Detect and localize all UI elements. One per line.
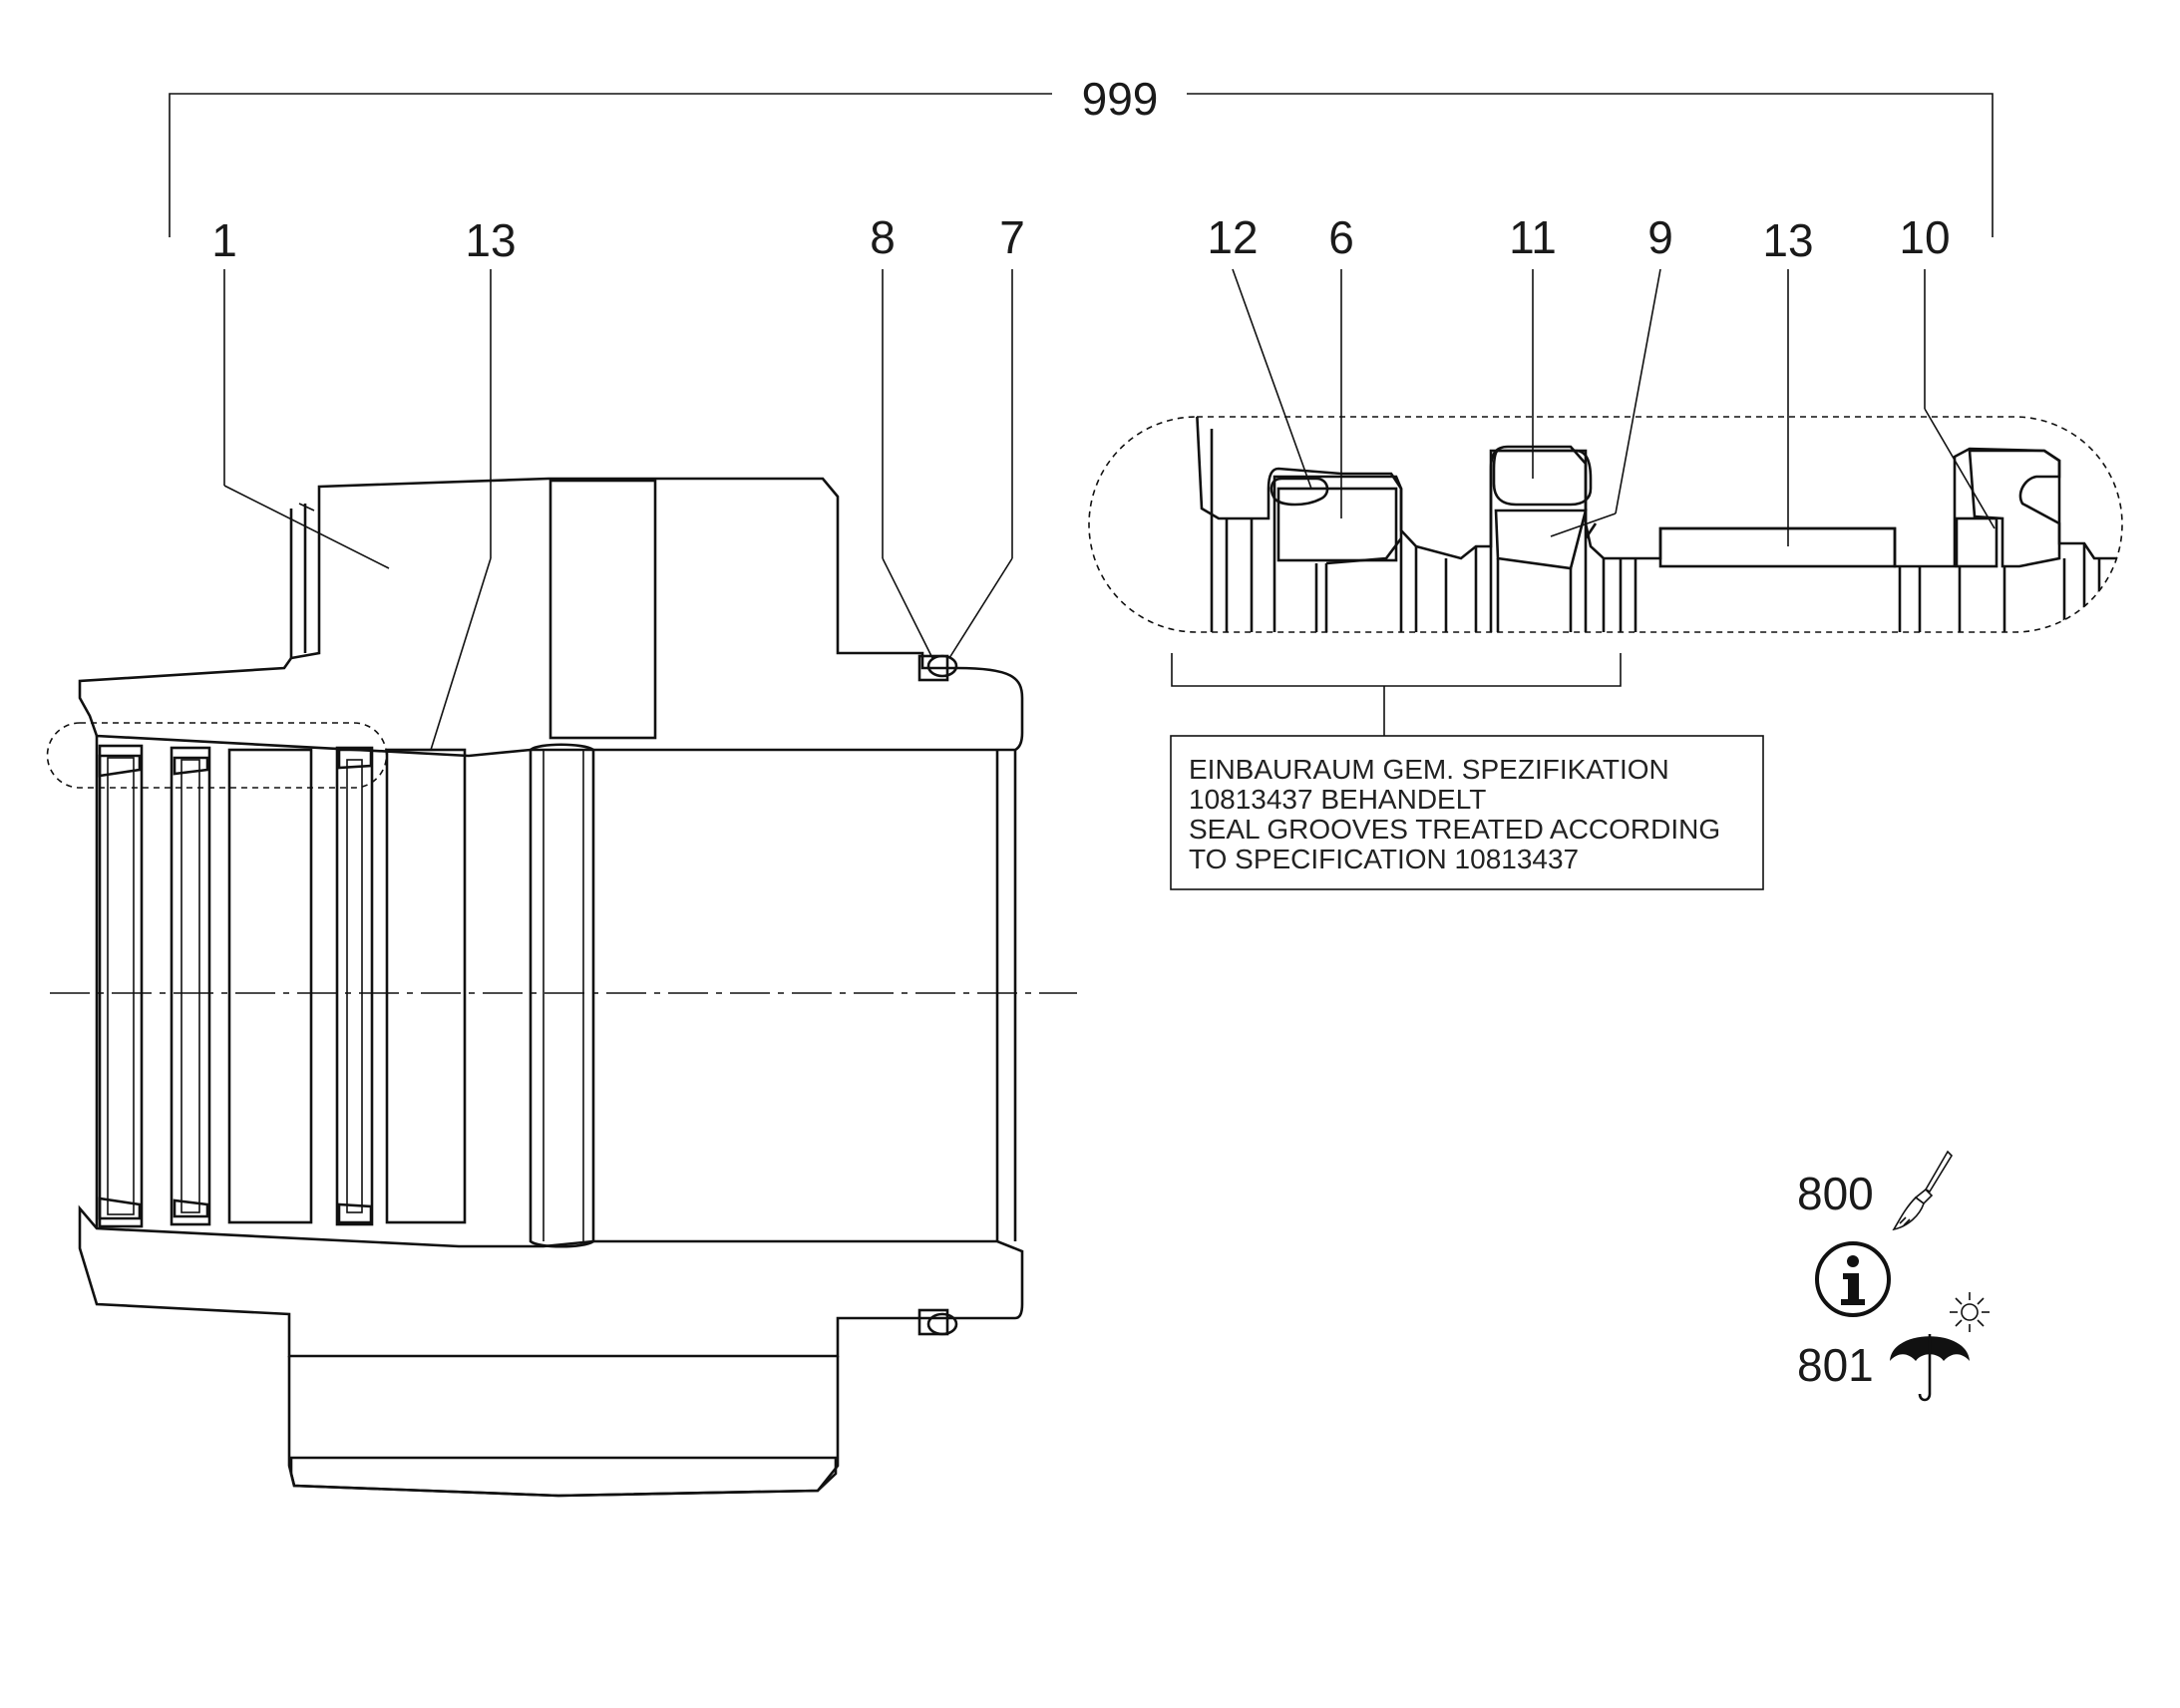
assembly-bracket — [169, 93, 1994, 237]
umbrella-sun-icon — [1890, 1292, 1990, 1402]
callout-7: 7 — [999, 211, 1025, 263]
detail-view — [1088, 416, 2123, 633]
leaders-detail — [1232, 268, 1996, 546]
callout-12: 12 — [1207, 211, 1258, 263]
callout-10: 10 — [1899, 211, 1950, 263]
info-icon — [1815, 1241, 1891, 1317]
note-line-3: SEAL GROOVES TREATED ACCORDING — [1189, 814, 1720, 845]
leaders-main — [223, 269, 1013, 751]
paintbrush-icon — [1892, 1150, 1954, 1231]
callout-9: 9 — [1647, 211, 1673, 263]
lower-foot-section — [287, 1356, 840, 1498]
callout-13-detail: 13 — [1762, 214, 1813, 266]
callout-11: 11 — [1509, 211, 1557, 263]
callout-8: 8 — [870, 211, 896, 263]
note-line-2: 10813437 BEHANDELT — [1189, 784, 1486, 815]
note-box — [1170, 735, 1764, 890]
callout-1: 1 — [211, 214, 237, 266]
storage-label: 801 — [1797, 1339, 1874, 1391]
callout-999: 999 — [1082, 73, 1159, 125]
radial-bore — [548, 479, 657, 740]
paint-label: 800 — [1797, 1168, 1874, 1219]
main-section-view — [46, 477, 1077, 1498]
note-bracket — [1171, 653, 1622, 736]
callout-13-main: 13 — [465, 214, 516, 266]
note-line-4: TO SPECIFICATION 10813437 — [1189, 844, 1579, 874]
note-line-1: EINBAURAUM GEM. SPEZIFIKATION — [1189, 754, 1669, 785]
callout-6: 6 — [1328, 211, 1354, 263]
lower-wall-section — [78, 1204, 1024, 1358]
